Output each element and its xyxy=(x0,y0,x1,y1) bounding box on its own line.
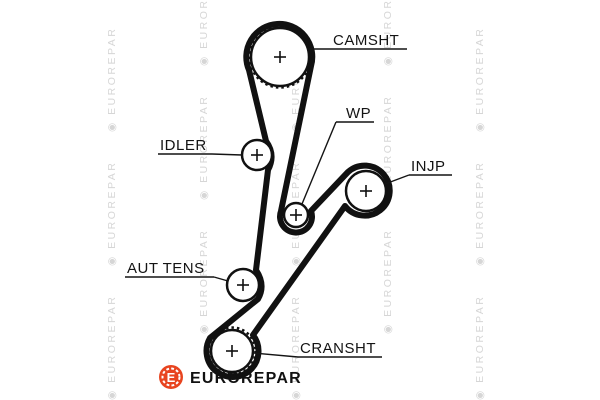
label-injp: INJP xyxy=(411,158,446,175)
leader-injp xyxy=(384,174,410,185)
label-wp: WP xyxy=(346,105,371,122)
brand-logo-letter: E xyxy=(167,370,176,385)
brand-logo-ring xyxy=(161,367,181,387)
leader-cransht xyxy=(252,352,299,358)
center-marks xyxy=(226,51,372,357)
crankshaft-center-mark xyxy=(226,345,238,357)
idler-center-mark xyxy=(251,149,263,161)
leader-wp xyxy=(301,121,337,205)
brand-footer: E EUROREPAR xyxy=(159,365,302,389)
crankshaft-teeth-ring xyxy=(207,326,257,376)
timing-belt xyxy=(203,20,393,380)
label-idler: IDLER xyxy=(160,137,207,154)
leader-aut-tens xyxy=(213,276,229,282)
label-aut-tens: AUT TENS xyxy=(127,260,205,277)
injection-pump-center-mark xyxy=(360,185,372,197)
water-pump-center-mark xyxy=(290,209,302,221)
leader-lines xyxy=(125,48,452,358)
camshaft-center-mark xyxy=(274,51,286,63)
leader-idler xyxy=(211,153,243,156)
label-cransht: CRANSHT xyxy=(300,340,376,357)
label-camsht: CAMSHT xyxy=(333,32,399,49)
camshaft-teeth-ring xyxy=(248,25,312,89)
tensioner-center-mark xyxy=(237,279,249,291)
brand-name: EUROREPAR xyxy=(190,370,302,387)
